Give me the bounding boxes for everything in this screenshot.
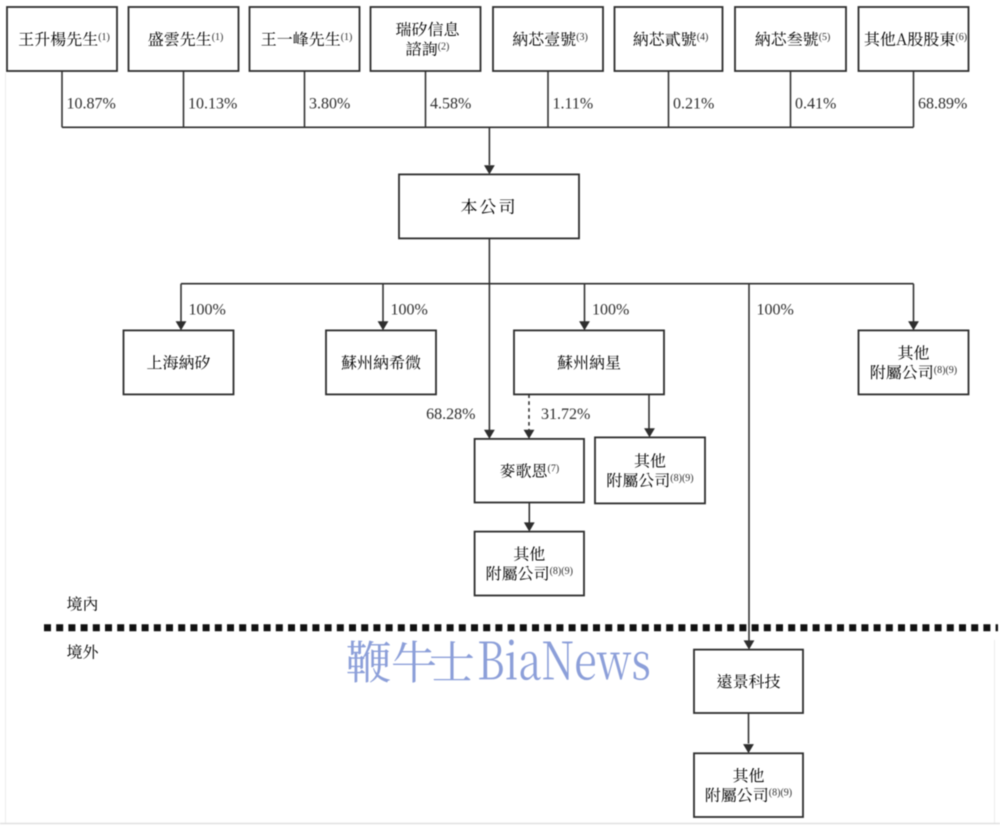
svg-text:(1): (1) (341, 32, 353, 43)
svg-text:31.72%: 31.72% (541, 406, 590, 423)
svg-text:(8)(9): (8)(9) (934, 365, 957, 376)
svg-text:68.28%: 68.28% (426, 406, 475, 423)
svg-text:100%: 100% (757, 301, 794, 318)
svg-text:(1): (1) (98, 32, 110, 43)
svg-text:4.58%: 4.58% (430, 95, 471, 112)
svg-text:(7): (7) (548, 464, 560, 475)
svg-text:(8)(9): (8)(9) (670, 473, 693, 484)
svg-text:0.41%: 0.41% (795, 95, 836, 112)
svg-text:10.13%: 10.13% (188, 95, 237, 112)
svg-text:68.89%: 68.89% (918, 95, 967, 112)
svg-text:0.21%: 0.21% (673, 95, 714, 112)
svg-text:(3): (3) (576, 32, 588, 43)
svg-text:3.80%: 3.80% (309, 95, 350, 112)
svg-text:(4): (4) (697, 32, 709, 43)
svg-text:10.87%: 10.87% (67, 95, 116, 112)
svg-text:1.11%: 1.11% (553, 95, 594, 112)
svg-text:100%: 100% (391, 301, 428, 318)
svg-text:(2): (2) (438, 42, 450, 53)
svg-text:100%: 100% (189, 301, 226, 318)
svg-text:(1): (1) (212, 32, 224, 43)
svg-text:(5): (5) (819, 32, 831, 43)
svg-text:(8)(9): (8)(9) (550, 566, 573, 577)
svg-text:(8)(9): (8)(9) (769, 788, 792, 799)
svg-text:100%: 100% (592, 301, 629, 318)
svg-text:(6): (6) (955, 32, 967, 43)
